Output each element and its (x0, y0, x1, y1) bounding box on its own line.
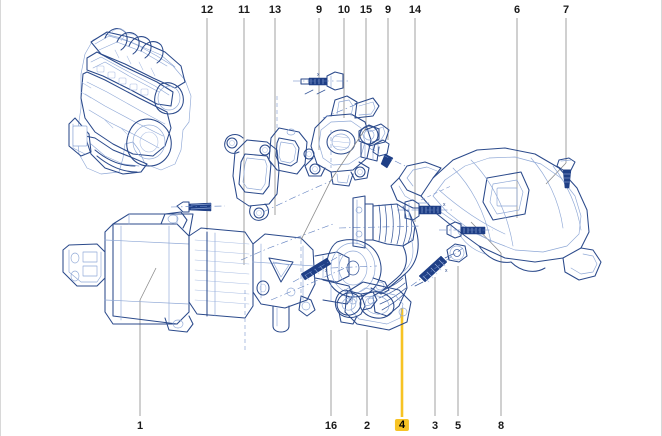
mounting-bolt-8 (439, 221, 493, 239)
callout-11[interactable]: 11 (238, 4, 250, 16)
mounting-bolt-7 (556, 157, 576, 189)
callout-16[interactable]: 16 (324, 420, 338, 432)
mounting-bolt-14: x (397, 199, 453, 221)
callout-7[interactable]: 7 (562, 4, 570, 16)
svg-text:x: x (317, 72, 320, 78)
callout-10[interactable]: 10 (337, 4, 351, 16)
callout-2[interactable]: 2 (363, 420, 371, 432)
callout-3[interactable]: 3 (431, 420, 439, 432)
assembly-axis-lines (240, 96, 452, 352)
engine-block-illustration (68, 28, 192, 175)
leader-lines-bottom (139, 253, 502, 417)
threaded-stud-3: x (410, 247, 464, 287)
callout-5[interactable]: 5 (454, 420, 462, 432)
flexible-bellows-pipe (344, 195, 419, 331)
mounting-bolt-9a: x (293, 71, 351, 95)
mounting-bolt-9b (368, 139, 406, 169)
callout-4-highlighted[interactable]: 4 (394, 419, 410, 431)
svg-text:x: x (443, 202, 446, 208)
egr-cooler-assembly (62, 211, 390, 333)
callout-14[interactable]: 14 (408, 4, 422, 16)
callout-1[interactable]: 1 (136, 420, 144, 432)
svg-text:x: x (445, 268, 448, 274)
callout-9-a[interactable]: 9 (315, 4, 323, 16)
valve-to-cooler-guide (300, 127, 367, 241)
callout-8[interactable]: 8 (497, 420, 505, 432)
leader-lines-top (206, 18, 567, 265)
callout-13[interactable]: 13 (268, 4, 282, 16)
svg-text:x: x (325, 268, 328, 274)
nut-5 (446, 243, 468, 263)
callout-6[interactable]: 6 (513, 4, 521, 16)
callout-12[interactable]: 12 (200, 4, 214, 16)
mounting-bolt-12 (170, 201, 226, 213)
large-flange-gasket (224, 133, 280, 221)
small-flange-gasket (259, 127, 315, 175)
pipe-clamp (334, 289, 378, 325)
callout-15[interactable]: 15 (359, 4, 373, 16)
callout-9-b[interactable]: 9 (384, 4, 392, 16)
threaded-stud-16: x (292, 253, 344, 283)
